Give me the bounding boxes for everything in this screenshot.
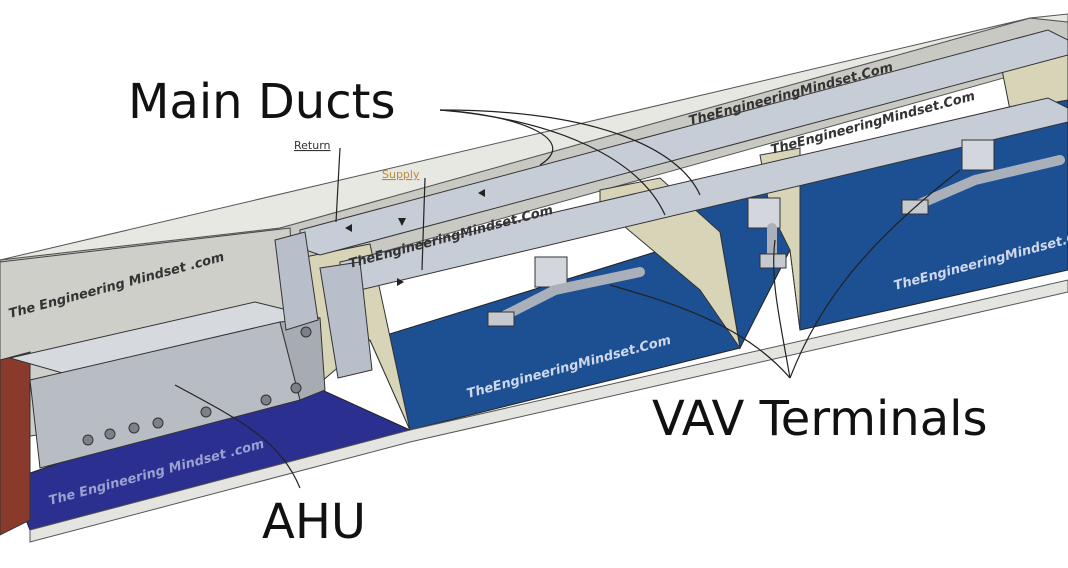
vav-box-1 bbox=[534, 256, 568, 288]
callout-lines bbox=[174, 109, 961, 489]
vav-branch-1 bbox=[495, 267, 645, 323]
vav-branch-3 bbox=[910, 155, 1065, 211]
return-label: Return bbox=[294, 139, 331, 152]
diffuser-1 bbox=[487, 311, 515, 327]
supply-riser bbox=[319, 261, 373, 379]
vav-box-3 bbox=[961, 139, 995, 171]
brick-end-wall bbox=[0, 351, 31, 536]
ahu-fan-openings bbox=[82, 326, 312, 446]
supply-label: Supply bbox=[382, 168, 420, 181]
flow-arrows bbox=[345, 189, 485, 286]
main-ducts-label: Main Ducts bbox=[128, 74, 395, 130]
ahu-label: AHU bbox=[262, 494, 366, 550]
vav-terminals-label: VAV Terminals bbox=[652, 391, 987, 447]
vav-box-2 bbox=[747, 197, 781, 229]
back-wall-top bbox=[0, 13, 1068, 261]
return-riser bbox=[274, 231, 319, 331]
diffuser-2 bbox=[759, 253, 787, 269]
